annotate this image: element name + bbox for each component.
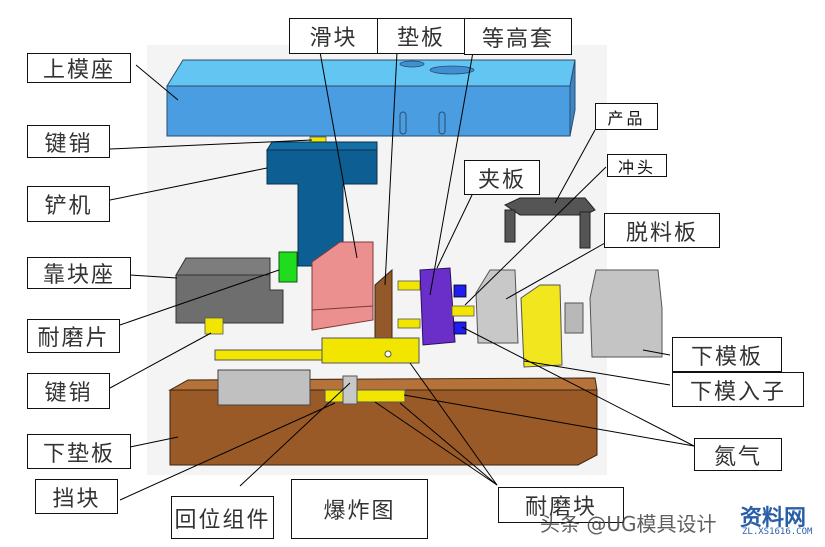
label-wear-block: 耐磨块 (498, 487, 624, 523)
label-exploded-view: 爆炸图 (291, 479, 428, 539)
label-lower-die-plate: 下模板 (672, 337, 782, 372)
wear-block-part (324, 389, 406, 403)
wear-plate-part (278, 251, 298, 283)
label-backing-block-seat: 靠块座 (27, 257, 131, 289)
label-return-assembly: 回位组件 (171, 496, 274, 539)
watermark-url: ZL.XS1616.COM (742, 527, 813, 537)
label-nitrogen: 氮气 (694, 438, 782, 471)
key-pin-bottom-part (204, 317, 224, 335)
leader-lines (109, 51, 695, 501)
label-key-pin-top: 键销 (27, 125, 110, 158)
label-lower-backing-plate: 下垫板 (27, 434, 131, 469)
product-part (503, 197, 596, 249)
label-stop-block: 挡块 (35, 479, 118, 514)
label-slider: 滑块 (289, 18, 378, 54)
clamp-plate-part (419, 267, 456, 346)
label-shovel: 铲机 (27, 186, 110, 222)
label-equal-height-sleeve: 等高套 (464, 18, 572, 55)
upper-die-base-part (166, 59, 576, 137)
label-clamp-plate: 夹板 (464, 160, 540, 195)
punch-part (451, 284, 475, 335)
label-backing-plate: 垫板 (377, 18, 465, 54)
lower-die-insert-part (520, 284, 563, 368)
stripper-plate-part (475, 269, 519, 344)
slider-part (311, 241, 374, 331)
label-wear-plate: 耐磨片 (27, 319, 120, 353)
stop-block-part (217, 369, 311, 406)
watermark-text: 头条 @UG模具设计 (540, 512, 717, 536)
label-stripper-plate: 脱料板 (604, 213, 720, 248)
label-key-pin-bottom: 键销 (27, 373, 110, 409)
label-product: 产品 (595, 103, 658, 130)
label-lower-die-insert: 下模入子 (672, 372, 804, 407)
lower-die-plate-part (564, 269, 663, 358)
equal-height-sleeve-part (397, 280, 421, 329)
nitrogen-spring-part (342, 375, 358, 405)
lower-backing-plate-part (168, 377, 598, 466)
return-assembly-part (214, 337, 420, 364)
backing-block-seat-part (175, 257, 284, 324)
label-punch: 冲头 (607, 154, 667, 177)
watermark-site-logo: 资料网 (740, 506, 807, 531)
label-upper-die-base: 上模座 (27, 53, 131, 83)
